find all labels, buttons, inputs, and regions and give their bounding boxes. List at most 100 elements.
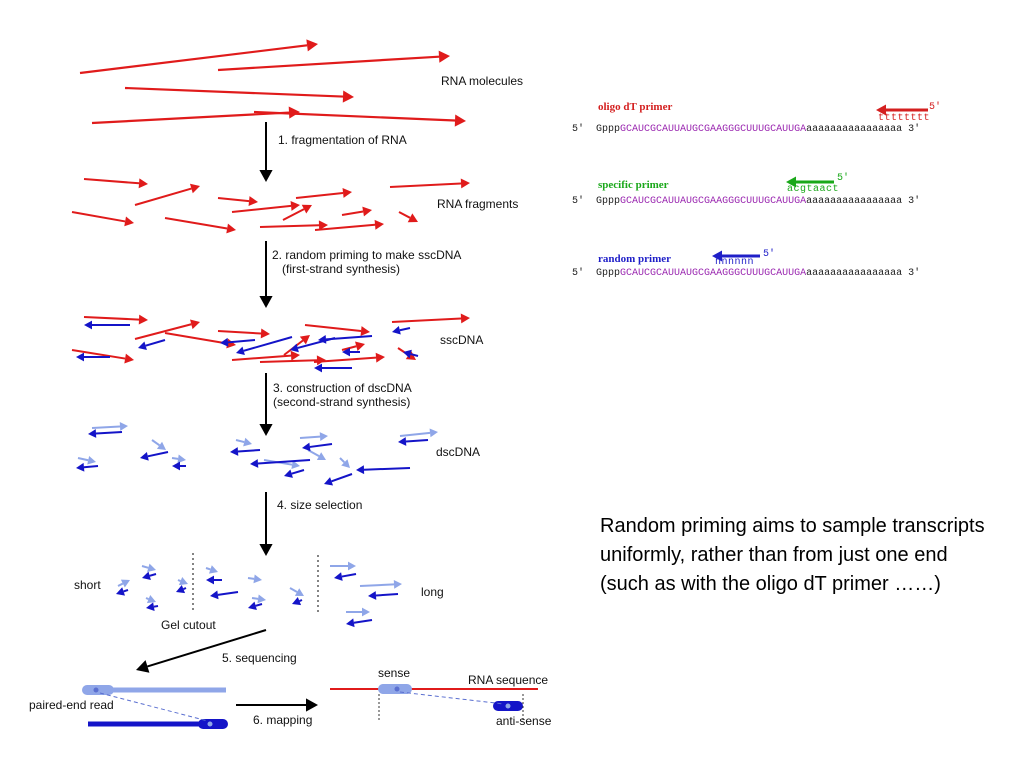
step-3-dscdna: 3. construction of dscDNA(second-strand … — [273, 381, 412, 409]
read-dark-block — [198, 719, 228, 729]
cdna-first-strand-arrow — [356, 465, 411, 475]
rna-template-arrow — [217, 328, 270, 339]
mapping-pair-link — [399, 691, 505, 705]
rna-molecule-arrow — [79, 39, 318, 75]
size-selected-dark-arrow — [116, 587, 129, 596]
cdna-first-strand-arrow — [172, 461, 186, 471]
specific-primer-arrow — [786, 176, 834, 188]
cdna-second-strand-arrow — [235, 437, 252, 447]
cdna-first-strand-arrow — [76, 352, 110, 362]
cdna-second-strand-arrow — [339, 457, 350, 468]
process-flow-arrows — [136, 122, 318, 712]
random-primer-arrow — [712, 250, 760, 262]
polya-tail: aaaaaaaaaaaaaaaa — [806, 124, 903, 135]
cdna-first-strand-arrow — [398, 437, 429, 446]
size-selected-dark-arrow — [292, 596, 303, 606]
rna-molecule-arrow — [91, 106, 300, 125]
antisense-read-dot — [505, 703, 511, 709]
read-pair-link — [99, 692, 209, 722]
rna-fragment-arrow — [164, 217, 236, 234]
rna-fragment-arrow — [341, 206, 372, 217]
size-selected-light-arrow — [177, 576, 188, 586]
size-selected-dark-arrow — [176, 584, 187, 594]
label-rna-sequence: RNA sequence — [468, 673, 549, 687]
cdna-first-strand-arrow — [220, 337, 256, 347]
cdna-first-strand-arrow — [84, 320, 130, 330]
cdna-second-strand-arrow — [91, 422, 128, 431]
cdna-first-strand-arrow — [403, 349, 419, 359]
rna-bases: GCAUCGCAUUAUGCGAAGGGCUUUGCAUUGA — [620, 268, 807, 279]
rna-molecule-arrow — [124, 86, 354, 103]
label-short: short — [74, 578, 101, 592]
primer-name-oligo-dt: oligo dT primer — [598, 101, 673, 113]
label-rna-molecules: RNA molecules — [441, 74, 524, 88]
rna-template-arrow — [134, 319, 200, 340]
step-2-random-priming: 2. random priming to make sscDNA(first-s… — [272, 248, 462, 276]
size-selected-dark-arrow — [248, 601, 263, 611]
size-selected-dark-arrow — [142, 571, 157, 581]
primer-name-random: random primer — [598, 253, 672, 265]
label-rna-fragments: RNA fragments — [437, 197, 519, 211]
flow-arrow-step-3 — [259, 373, 273, 436]
cdna-first-strand-arrow — [76, 462, 99, 472]
step-5-sequencing: 5. sequencing — [222, 651, 297, 665]
rna-fragment-arrow — [134, 183, 200, 206]
mrna-sequence-row: 5′ GpppGCAUCGCAUUAUGCGAAGGGCUUUGCAUUGAaa… — [572, 124, 920, 135]
flow-arrow-step-1 — [259, 122, 273, 182]
label-dscdna: dscDNA — [436, 445, 481, 459]
cap-label: Gppp — [596, 124, 621, 135]
rna-bases: GCAUCGCAUUAUGCGAAGGGCUUUGCAUUGA — [620, 196, 807, 207]
cdna-second-strand-arrow — [399, 428, 438, 438]
rna-template-arrow — [164, 332, 236, 349]
label-paired-end-read: paired-end read — [29, 698, 114, 712]
three-prime-label: 3′ — [908, 196, 921, 207]
rna-template-arrow — [341, 341, 365, 352]
rna-template-arrow — [231, 350, 300, 361]
size-selected-light-arrow — [251, 594, 266, 604]
size-selected-light-arrow — [359, 579, 402, 589]
rna-fragment-arrow — [217, 196, 258, 207]
explanation-caption: Random priming aims to sample transcript… — [600, 515, 985, 595]
cdna-first-strand-arrow — [324, 473, 353, 486]
cdna-second-strand-arrow — [171, 454, 186, 464]
size-selected-dark-arrow — [206, 575, 222, 585]
rna-template-arrow — [83, 314, 148, 325]
cdna-first-strand-arrow — [392, 325, 411, 335]
primer-end-specific: 5′ — [837, 173, 850, 184]
primer-seq-random: nnnnnn — [715, 257, 755, 268]
size-selected-light-arrow — [289, 587, 304, 596]
size-selected-light-arrow — [346, 607, 370, 617]
rna-fragment-arrow — [282, 204, 312, 221]
rna-template-arrow — [391, 313, 470, 324]
cdna-first-strand-arrow — [138, 339, 166, 350]
rna-molecule-arrow — [217, 50, 450, 72]
polya-tail: aaaaaaaaaaaaaaaa — [806, 268, 903, 279]
primer-end-random: 5′ — [763, 249, 776, 260]
rna-molecule-arrow — [253, 110, 466, 127]
step-6-mapping: 6. mapping — [253, 713, 313, 727]
rna-fragment-arrow — [389, 178, 470, 189]
size-selected-light-arrow — [247, 574, 262, 584]
cdna-first-strand-arrow — [318, 335, 373, 344]
cdna-first-strand-arrow — [236, 336, 293, 356]
flow-arrow-step-4 — [259, 492, 273, 556]
primer-name-specific: specific primer — [598, 179, 669, 191]
flow-arrow-step-2 — [259, 241, 273, 308]
size-selected-light-arrow — [141, 563, 156, 573]
three-prime-label: 3′ — [908, 268, 921, 279]
size-selected-dark-arrow — [334, 572, 357, 581]
flow-arrow-step-5 — [136, 629, 267, 673]
mrna-sequence-row: 5′ GpppGCAUCGCAUUAUGCGAAGGGCUUUGCAUUGAaa… — [572, 196, 920, 207]
oligo-dt-primer-arrow — [876, 104, 928, 116]
mrna-sequence-row: 5′ GpppGCAUCGCAUUAUGCGAAGGGCUUUGCAUUGAaa… — [572, 268, 920, 279]
flow-arrow-step-6 — [236, 698, 318, 712]
fragment-arrows — [71, 39, 470, 628]
cdna-first-strand-arrow — [284, 469, 305, 478]
rna-fragment-arrow — [295, 188, 352, 199]
size-selected-light-arrow — [117, 579, 130, 588]
five-prime-label: 5′ — [572, 124, 585, 135]
cdna-first-strand-arrow — [230, 447, 261, 456]
mapping-illustration — [82, 684, 538, 729]
label-anti-sense: anti-sense — [496, 714, 552, 728]
rna-template-arrow — [259, 355, 326, 366]
